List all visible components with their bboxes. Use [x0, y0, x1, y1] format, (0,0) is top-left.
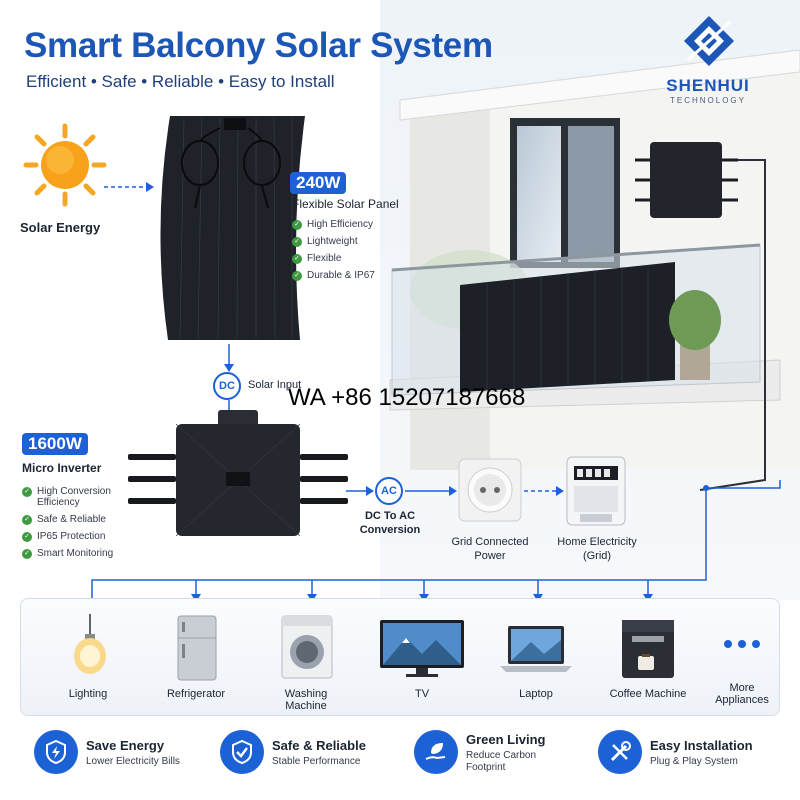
inverter-feature: ✓High Conversion [22, 486, 113, 497]
tv-icon [380, 620, 464, 677]
light-bulb-icon [74, 614, 106, 674]
inverter-feature: ✓IP65 Protection [22, 531, 113, 542]
page-title: Smart Balcony Solar System [24, 26, 493, 65]
check-icon: ✓ [292, 236, 302, 247]
arrow-sun-to-panel [104, 182, 154, 192]
ac-badge: AC [375, 477, 403, 505]
panel-feature: ✓Flexible [292, 253, 375, 264]
electric-meter-icon [566, 456, 626, 526]
watermark-contact: WA +86 15207187668 [288, 384, 526, 411]
inverter-name: Micro Inverter [22, 461, 102, 475]
tools-icon [598, 730, 642, 774]
meter-label-line2: (Grid) [582, 550, 612, 562]
shield-energy-icon [34, 730, 78, 774]
panel-power-badge: 240W [290, 172, 347, 194]
ac-label-line1: DC To AC [364, 510, 416, 522]
panel-name: Flexible Solar Panel [292, 197, 399, 211]
inverter-feature: ✓Smart Monitoring [22, 548, 113, 559]
sun-icon [23, 123, 107, 207]
benefit-save-energy: Save Energy Lower Electricity Bills [34, 730, 180, 790]
arrow-panel-to-dc [224, 344, 234, 372]
check-icon: ✓ [292, 219, 302, 230]
benefit-easy-installation: Easy Installation Plug & Play System [598, 730, 753, 790]
grid-label-line1: Grid Connected [451, 536, 529, 548]
appliance-tv: TV [372, 610, 472, 710]
check-icon: ✓ [22, 486, 32, 497]
inverter-feature: ✓Safe & Reliable [22, 514, 113, 525]
dc-badge: DC [213, 372, 241, 400]
check-icon: ✓ [22, 531, 32, 542]
benefit-green-living: Green Living Reduce Carbon Footprint [414, 730, 545, 790]
check-icon: ✓ [22, 514, 32, 525]
appliance-lighting: Lighting [38, 610, 138, 710]
inverter-feature-list: ✓High Conversion Efficiency ✓Safe & Reli… [22, 486, 113, 559]
brand-name: SHENHUI [666, 76, 750, 95]
appliance-laptop: Laptop [486, 610, 586, 710]
benefit-safe-reliable: Safe & Reliable Stable Performance [220, 730, 366, 790]
ac-label-line2: Conversion [359, 524, 421, 536]
panel-feature: ✓Durable & IP67 [292, 270, 375, 281]
appliance-more: More Appliances [692, 610, 792, 710]
panel-feature: ✓Lightweight [292, 236, 375, 247]
appliance-washing-machine: Washing Machine [256, 610, 356, 712]
dc-label: Solar Input [248, 379, 302, 391]
appliance-refrigerator: Refrigerator [146, 610, 246, 710]
arrow-ac-to-socket [405, 486, 457, 496]
inverter-power-badge: 1600W [22, 433, 88, 455]
micro-inverter-image [128, 410, 348, 537]
distribution-lines [87, 480, 781, 608]
check-icon: ✓ [292, 270, 302, 281]
flexible-solar-panel-image [160, 116, 305, 340]
arrow-socket-to-meter [524, 486, 564, 496]
appliance-coffee-machine: Coffee Machine [598, 610, 698, 710]
page-subtitle: Efficient • Safe • Reliable • Easy to In… [26, 72, 335, 91]
grid-label-line2: Power [474, 550, 506, 562]
inverter-feature-cont: Efficiency [37, 497, 80, 508]
washing-machine-icon [281, 615, 333, 679]
arrow-inverter-to-ac [346, 486, 374, 496]
wall-socket-icon [458, 458, 522, 522]
house-illustration [380, 0, 800, 600]
check-icon: ✓ [22, 548, 32, 559]
more-dots-icon [724, 640, 760, 648]
leaf-hand-icon [414, 730, 458, 774]
laptop-icon [500, 626, 572, 672]
panel-feature: ✓High Efficiency [292, 219, 375, 230]
coffee-machine-icon [622, 620, 674, 678]
brand-tagline: TECHNOLOGY [669, 96, 746, 105]
shield-check-icon [220, 730, 264, 774]
brand-logo-icon [684, 16, 734, 66]
panel-feature-list: ✓High Efficiency ✓Lightweight ✓Flexible … [292, 219, 375, 281]
sun-label: Solar Energy [20, 220, 101, 235]
meter-label-line1: Home Electricity [557, 536, 637, 548]
check-icon: ✓ [292, 253, 302, 264]
refrigerator-icon [177, 615, 217, 681]
